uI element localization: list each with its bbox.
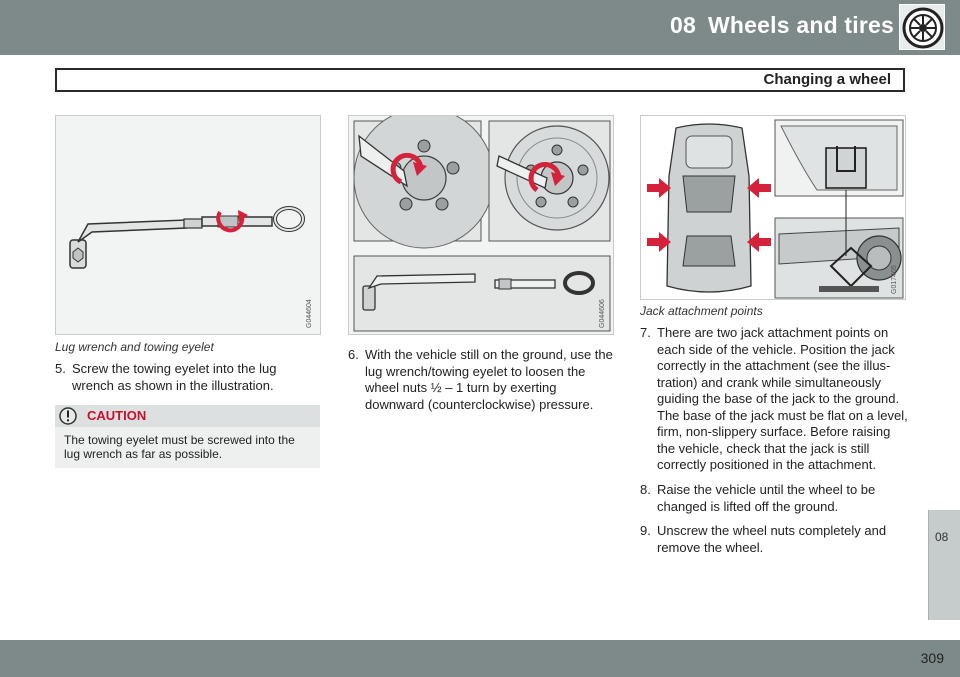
step-text: Raise the vehicle until the wheel to be … bbox=[657, 482, 876, 514]
caution-text: The towing eyelet must be screwed into t… bbox=[64, 433, 295, 461]
side-tab-label: 08 bbox=[935, 530, 949, 544]
figure-code: G044606 bbox=[599, 299, 606, 328]
section-title: Changing a wheel bbox=[763, 71, 891, 88]
lug-wrench-figure: G044604 bbox=[55, 115, 321, 335]
chapter-number: 08 bbox=[670, 12, 697, 38]
step-8: 8. Raise the vehicle until the wheel to … bbox=[640, 482, 905, 515]
chapter-name: Wheels and tires bbox=[708, 12, 894, 38]
wheel-icon bbox=[899, 4, 945, 50]
step-number: 7. bbox=[640, 325, 651, 340]
section-bar: Changing a wheel bbox=[55, 68, 905, 92]
caution-title: CAUTION bbox=[87, 408, 147, 423]
figure-code: G017465 bbox=[891, 265, 898, 294]
footer-band: 309 bbox=[0, 640, 960, 677]
step-9: 9. Unscrew the wheel nuts completely and… bbox=[640, 523, 905, 556]
loosen-nuts-figure: G044606 bbox=[348, 115, 614, 335]
header-band: 08 Wheels and tires bbox=[0, 0, 960, 55]
figure-caption: Lug wrench and towing eyelet bbox=[55, 340, 214, 354]
step-number: 5. bbox=[55, 361, 66, 376]
step-number: 8. bbox=[640, 482, 651, 497]
step-text: There are two jack attachment points on … bbox=[657, 325, 908, 472]
figure-code: G044604 bbox=[306, 299, 313, 328]
caution-box: CAUTION The towing eyelet must be screwe… bbox=[55, 405, 320, 468]
step-text: Screw the towing eyelet into the lug wre… bbox=[72, 361, 277, 393]
step-text: Unscrew the wheel nuts completely and re… bbox=[657, 523, 887, 555]
exclamation-icon bbox=[59, 407, 77, 425]
step-number: 9. bbox=[640, 523, 651, 538]
step-5: 5. Screw the towing eyelet into the lug … bbox=[55, 361, 320, 394]
chapter-title: 08 Wheels and tires bbox=[670, 12, 894, 39]
chapter-side-tab[interactable]: 08 bbox=[928, 510, 960, 620]
step-number: 6. bbox=[348, 347, 359, 362]
caution-header: CAUTION bbox=[55, 405, 320, 427]
jack-points-figure: G017465 bbox=[640, 115, 906, 300]
step-7: 7. There are two jack attachment points … bbox=[640, 325, 908, 474]
step-6: 6. With the vehicle still on the ground,… bbox=[348, 347, 613, 413]
page-number: 309 bbox=[920, 650, 944, 666]
figure-caption: Jack attachment points bbox=[640, 304, 763, 318]
step-text: With the vehicle still on the ground, us… bbox=[365, 347, 613, 412]
